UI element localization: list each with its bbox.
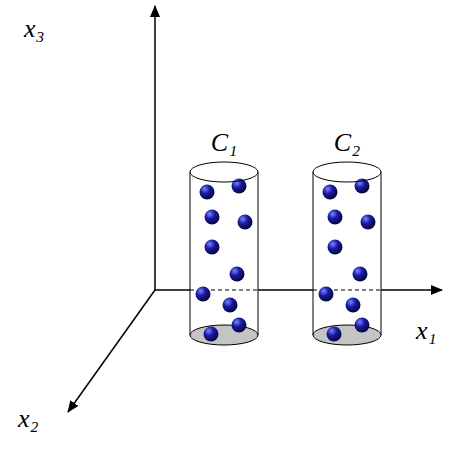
cylinder-side: [313, 172, 314, 335]
cylinder-outline: [309, 128, 385, 350]
particle: [230, 267, 245, 282]
cylinder: C₂: [309, 128, 385, 350]
cylinder-base: [313, 325, 381, 345]
cylinder-label: C₁: [186, 128, 262, 158]
x2-axis: [68, 290, 155, 412]
x1-axis: [155, 289, 190, 291]
particle: [200, 185, 215, 200]
cylinder-top: [313, 162, 381, 182]
particle: [323, 185, 338, 200]
particle: [238, 215, 253, 230]
cylinder-side: [381, 172, 382, 335]
x1-axis: [381, 289, 442, 291]
axis-label: x₁: [416, 316, 437, 346]
particle: [205, 240, 220, 255]
particle: [355, 318, 370, 333]
cylinder-outline: [186, 128, 262, 350]
axis-label: x₃: [24, 14, 45, 44]
cylinder-label: C₂: [309, 128, 385, 158]
particle: [196, 287, 211, 302]
cylinder-base: [190, 325, 258, 345]
cylinder-side: [258, 172, 259, 335]
particle: [327, 327, 342, 342]
particle: [328, 240, 343, 255]
cylinder-top: [190, 162, 258, 182]
particle: [319, 287, 334, 302]
particle: [232, 318, 247, 333]
particle: [353, 267, 368, 282]
x1-axis: [258, 289, 313, 291]
particle: [346, 298, 361, 313]
particle: [223, 298, 238, 313]
particle: [328, 210, 343, 225]
particle: [361, 215, 376, 230]
particle: [205, 210, 220, 225]
cylinder: C₁: [186, 128, 262, 350]
axis-label: x₂: [18, 404, 39, 434]
particle: [204, 327, 219, 342]
x3-axis: [154, 6, 156, 290]
cylinder-side: [190, 172, 191, 335]
